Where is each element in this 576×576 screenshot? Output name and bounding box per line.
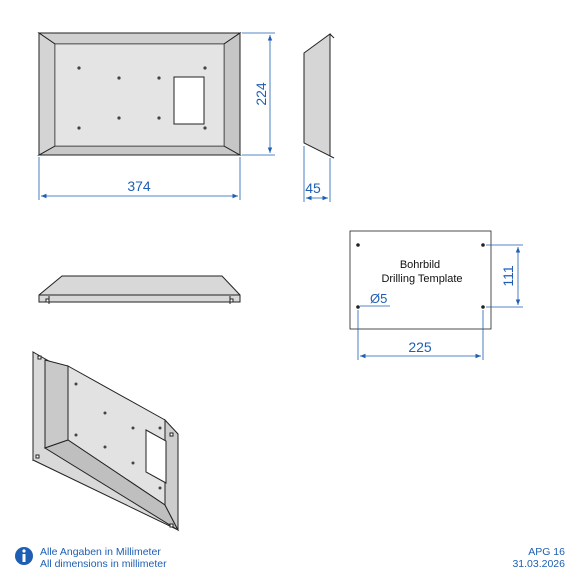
footer-note-en: All dimensions in millimeter: [40, 558, 167, 570]
dimension-width: [38, 157, 241, 200]
dimension-hole-vertical-label: 111: [500, 265, 516, 286]
dimension-height-label: 224: [253, 82, 269, 106]
front-view: [37, 32, 242, 156]
template-title-en: Drilling Template: [381, 273, 462, 285]
footer-meta: APG 16 31.03.2026: [512, 546, 565, 570]
hole-diameter-label: Ø5: [370, 291, 387, 306]
dimension-hole-vertical: [486, 244, 523, 308]
mounting-holes: [77, 66, 207, 130]
side-view: [303, 33, 335, 159]
dimension-hole-horizontal: [357, 310, 484, 360]
drawing-date: 31.03.2026: [512, 558, 565, 570]
isometric-view: [32, 351, 180, 532]
dimension-hole-horizontal-label: 225: [408, 339, 432, 355]
footer-note: Alle Angaben in Millimeter All dimension…: [40, 546, 167, 570]
isometric-holes: [74, 382, 162, 490]
product-code: APG 16: [528, 546, 565, 558]
info-icon: [15, 547, 33, 565]
dimension-height: [242, 32, 275, 156]
dimension-depth: [303, 146, 331, 202]
dimension-width-label: 374: [127, 178, 151, 194]
footer-note-de: Alle Angaben in Millimeter: [40, 546, 161, 558]
top-view: [38, 275, 241, 304]
template-title-de: Bohrbild: [400, 259, 440, 271]
dimension-depth-label: 45: [305, 180, 321, 196]
drilling-template: [349, 230, 492, 330]
